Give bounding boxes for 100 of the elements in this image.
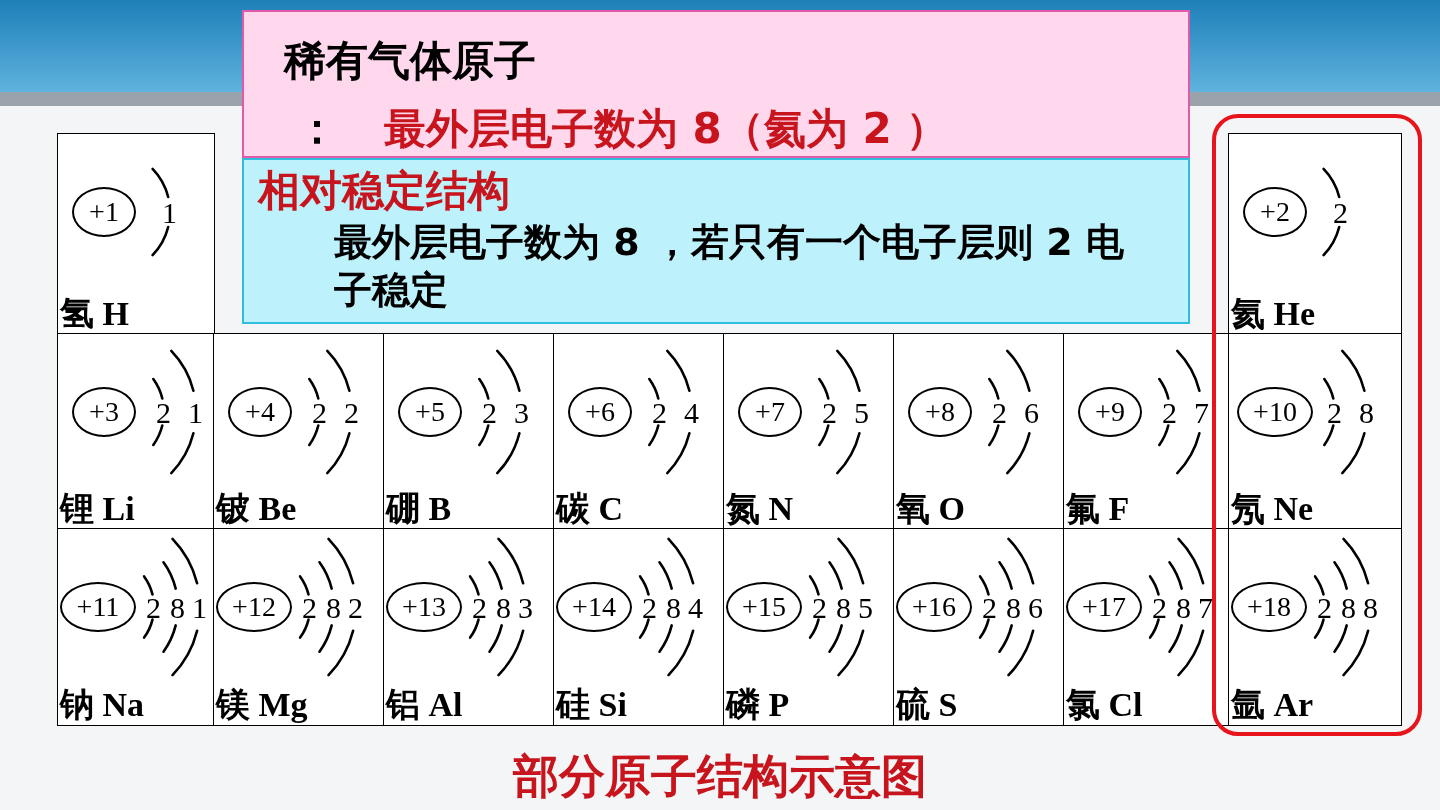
electron-count: 3: [514, 398, 529, 428]
electron-count: 8: [1006, 593, 1021, 623]
element-cell: [1228, 528, 1402, 726]
electron-count: 2: [822, 398, 837, 428]
element-name: 硫 S: [896, 684, 958, 725]
element-cell: [383, 333, 555, 530]
electron-count: 8: [326, 593, 341, 623]
element-name: 磷 P: [726, 684, 790, 725]
electron-count: 2: [1317, 593, 1332, 623]
element-cell: [213, 528, 385, 726]
electron-count: 8: [1341, 593, 1356, 623]
element-name: 硼 B: [386, 488, 452, 529]
electron-count: 8: [836, 593, 851, 623]
electron-count: 2: [482, 398, 497, 428]
element-name: 铝 Al: [386, 684, 463, 725]
element-cell: [723, 333, 895, 530]
element-cell: [1228, 333, 1402, 530]
electron-count: 7: [1198, 593, 1213, 623]
nucleus-circle: +1: [72, 187, 136, 237]
element-cell: [57, 333, 215, 530]
electron-count: 4: [688, 593, 703, 623]
caption: 部分原子结构示意图: [511, 748, 928, 804]
electron-count: 4: [684, 398, 699, 428]
electron-count: 5: [854, 398, 869, 428]
element-name: 氖 Ne: [1231, 488, 1314, 529]
electron-count: 2: [1327, 398, 1342, 428]
electron-count: 6: [1024, 398, 1039, 428]
electron-count: 8: [1359, 398, 1374, 428]
electron-count: 2: [1162, 398, 1177, 428]
element-name: 氩 Ar: [1231, 684, 1314, 725]
element-cell: [893, 528, 1065, 726]
nucleus-circle: +7: [738, 387, 802, 437]
nucleus-circle: +17: [1066, 582, 1142, 632]
element-cell: [57, 528, 215, 726]
nucleus-circle: +12: [216, 582, 292, 632]
heading-text: 相对稳定结构: [258, 166, 510, 217]
electron-count: 2: [472, 593, 487, 623]
heading-text: 最外层电子数为 8（氦为 2 ）: [384, 104, 949, 155]
electron-count: 6: [1028, 593, 1043, 623]
nucleus-circle: +3: [72, 387, 136, 437]
electron-count: 8: [1176, 593, 1191, 623]
element-name: 镁 Mg: [216, 684, 308, 725]
nucleus-circle: +6: [568, 387, 632, 437]
electron-count: 5: [858, 593, 873, 623]
heading-text: 稀有气体原子: [284, 36, 536, 87]
element-cell: [723, 528, 895, 726]
electron-count: 1: [192, 593, 207, 623]
nucleus-circle: +11: [60, 582, 136, 632]
element-name: 氧 O: [896, 488, 965, 529]
nucleus-circle: +10: [1237, 387, 1313, 437]
element-name: 锂 Li: [60, 488, 135, 529]
element-cell: [213, 333, 385, 530]
element-cell: [1063, 333, 1230, 530]
element-name: 钠 Na: [60, 684, 145, 725]
nucleus-circle: +2: [1243, 187, 1307, 237]
element-cell: [893, 333, 1065, 530]
electron-count: 8: [496, 593, 511, 623]
element-name: 氟 F: [1066, 488, 1130, 529]
element-name: 铍 Be: [216, 488, 297, 529]
electron-count: 2: [302, 593, 317, 623]
nucleus-circle: +5: [398, 387, 462, 437]
nucleus-circle: +9: [1078, 387, 1142, 437]
electron-count: 2: [312, 398, 327, 428]
element-name: 氢 H: [60, 293, 129, 334]
element-cell: [1228, 133, 1402, 335]
electron-count: 2: [992, 398, 1007, 428]
electron-count: 2: [1152, 593, 1167, 623]
electron-count: 7: [1194, 398, 1209, 428]
electron-count: 1: [188, 398, 203, 428]
nucleus-circle: +15: [726, 582, 802, 632]
element-name: 氦 He: [1231, 293, 1316, 334]
electron-count: 2: [348, 593, 363, 623]
element-name: 碳 C: [556, 488, 624, 529]
electron-count: 2: [642, 593, 657, 623]
text-box: [242, 158, 1190, 324]
electron-count: 8: [170, 593, 185, 623]
element-name: 氮 N: [726, 488, 794, 529]
element-cell: [383, 528, 555, 726]
nucleus-circle: +8: [908, 387, 972, 437]
element-cell: [1063, 528, 1230, 726]
electron-count: 2: [156, 398, 171, 428]
body-text: 最外层电子数为 8 ，若只有一个电子层则 2 电子稳定: [334, 219, 1125, 314]
electron-count: 2: [652, 398, 667, 428]
element-name: 氯 Cl: [1066, 684, 1143, 725]
electron-count: 8: [666, 593, 681, 623]
nucleus-circle: +4: [228, 387, 292, 437]
nucleus-circle: +13: [386, 582, 462, 632]
electron-count: 3: [518, 593, 533, 623]
electron-count: 2: [812, 593, 827, 623]
nucleus-circle: +16: [896, 582, 972, 632]
element-name: 硅 Si: [556, 684, 627, 725]
element-cell: [553, 333, 725, 530]
text-box: [242, 10, 1190, 158]
electron-count: 2: [344, 398, 359, 428]
element-cell: [553, 528, 725, 726]
electron-count: 2: [1333, 198, 1348, 228]
element-cell: [57, 133, 215, 335]
electron-count: 2: [982, 593, 997, 623]
nucleus-circle: +18: [1231, 582, 1307, 632]
heading-text: ：: [296, 104, 338, 155]
